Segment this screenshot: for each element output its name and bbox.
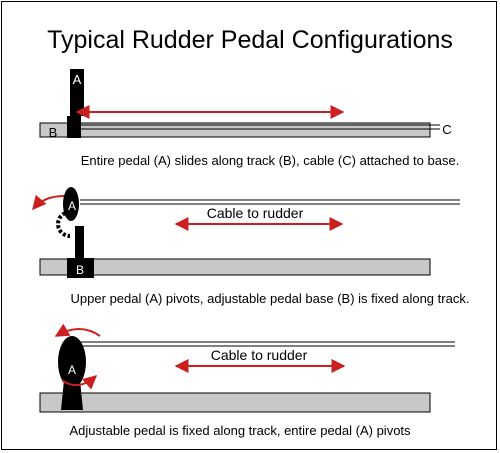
pedal-base-b <box>67 226 94 278</box>
pivot-hinge <box>56 210 71 238</box>
config-1: A B C Entire pedal (A) slides along trac… <box>39 69 460 168</box>
pivot-arrow-top <box>54 323 101 337</box>
label-pedal: A <box>68 199 76 213</box>
label-base: B <box>76 263 84 277</box>
label-track: B <box>49 125 58 140</box>
cable-label: Cable to rudder <box>211 347 308 363</box>
caption: Entire pedal (A) slides along track (B),… <box>81 153 460 168</box>
upper-pedal-a <box>63 187 79 221</box>
track <box>39 258 431 276</box>
caption: Adjustable pedal is fixed along track, e… <box>69 423 411 438</box>
diagram-title: Typical Rudder Pedal Configurations <box>47 26 453 54</box>
cable-label: Cable to rudder <box>207 205 304 221</box>
label-cable: C <box>442 122 451 137</box>
pedal-a <box>67 69 84 138</box>
track <box>39 122 431 138</box>
label-pedal: A <box>68 363 76 377</box>
pivot-arrow <box>32 194 65 211</box>
label-pedal: A <box>73 72 82 87</box>
pedal-mount <box>61 380 83 410</box>
caption: Upper pedal (A) pivots, adjustable pedal… <box>71 291 470 306</box>
config-2: A B Cable to rudder Upper pedal (A) pivo… <box>32 187 470 306</box>
pivot-arrow-bottom <box>61 375 98 390</box>
pedal-a <box>58 336 86 388</box>
config-3: A Cable to rudder Adjustable pedal is fi… <box>39 323 455 438</box>
track <box>39 392 431 413</box>
